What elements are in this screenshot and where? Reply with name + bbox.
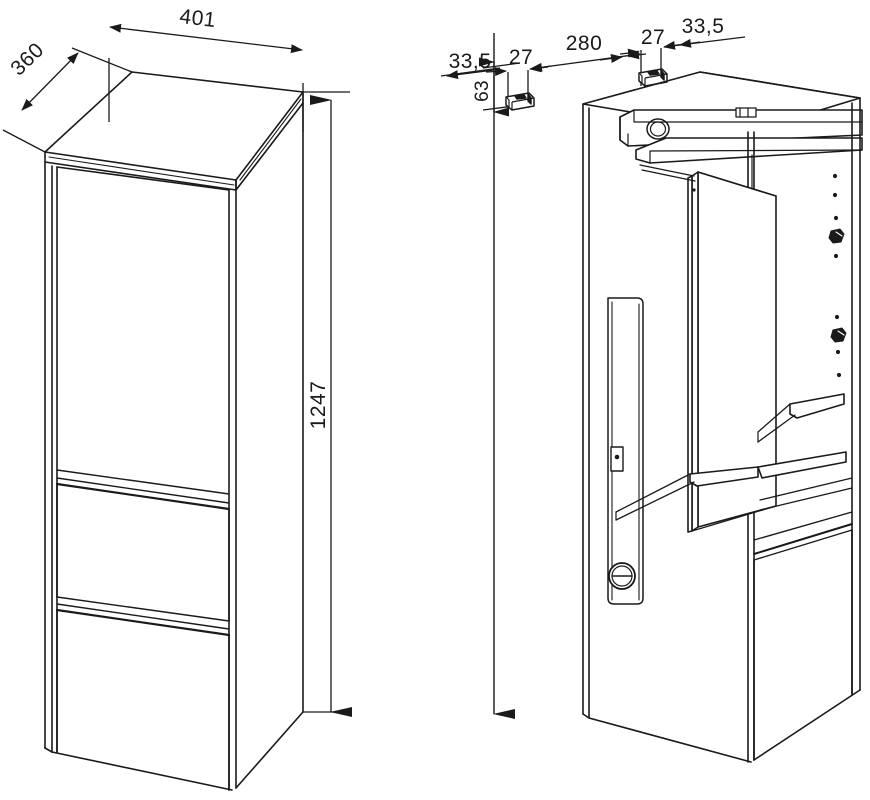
door-front <box>56 166 230 495</box>
dimension-label-left-bracket: 27 <box>509 46 533 69</box>
open-door <box>639 164 777 533</box>
dimension-label-bracket-spacing: 280 <box>566 32 603 55</box>
right-side-panel <box>235 102 304 191</box>
door-cam-lock <box>608 562 636 590</box>
interior-shelf-lower <box>615 466 759 521</box>
interior-shelf-mid <box>757 451 847 479</box>
dimension-label-height: 1247 <box>307 381 330 430</box>
dimension-label-right-bracket: 27 <box>641 26 665 49</box>
drawer-drawer-gap <box>55 603 231 637</box>
door-edge-strip <box>607 297 644 605</box>
door-hinge-plate <box>610 446 624 472</box>
dimension-group-top <box>440 36 746 117</box>
dimension-label-left-offset: 33,5 <box>449 50 492 73</box>
dimension-label-right-offset: 33,5 <box>682 15 725 38</box>
interior-shelf-upper <box>757 393 845 443</box>
hinge-mount-plate-lower <box>830 327 847 343</box>
drawer-box-interior <box>759 477 853 511</box>
lower-drawer-front <box>56 609 230 791</box>
shelf-pin-holes <box>832 173 843 401</box>
dimension-label-bracket-drop: 63 <box>472 80 493 102</box>
open-isometric-view <box>582 71 863 763</box>
wall-mount-bracket-right <box>638 68 668 87</box>
front-isometric-view <box>44 71 304 791</box>
wall-mount-bracket-left <box>505 92 535 111</box>
dimension-depth-360 <box>2 47 133 153</box>
top-panel <box>44 71 304 191</box>
cabinet-body <box>44 102 304 791</box>
lower-drawer-front-right <box>753 529 853 761</box>
hinge-mount-plate-upper <box>828 228 845 244</box>
upper-drawer-front <box>56 483 230 622</box>
dimension-height-1247 <box>303 91 352 717</box>
upper-drawer-front-right <box>753 511 853 561</box>
door-drawer-gap <box>55 477 231 511</box>
top-panel <box>582 71 863 164</box>
dimension-label-depth: 360 <box>6 38 48 80</box>
dimension-width-401 <box>108 23 304 132</box>
dimension-label-width: 401 <box>178 5 217 32</box>
